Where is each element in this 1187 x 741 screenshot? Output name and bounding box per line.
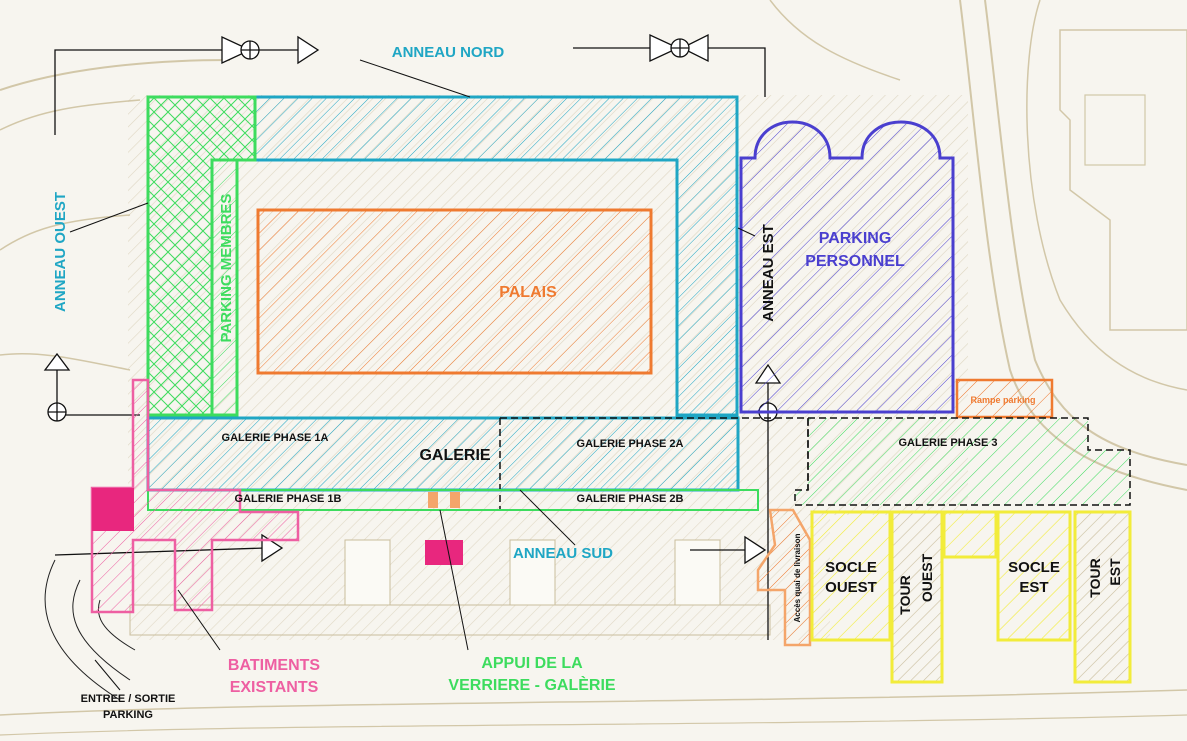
zone-socle-link [942,510,998,559]
road-line [0,714,1187,736]
label-tour-ouest-1: TOUR [897,575,913,614]
label-galerie-1b: GALERIE PHASE 1B [235,493,342,505]
section-arrow-head [43,352,71,371]
road-line [984,0,1187,466]
south-building [674,539,721,606]
road-line [1026,0,1187,391]
zone-batiments-existants [90,378,300,614]
label-parking-personnel-1: PARKING [819,230,892,247]
label-galerie-3: GALERIE PHASE 3 [898,437,997,449]
pink-solid-block [425,540,463,565]
parking-access-road [72,579,131,681]
road-line [769,0,901,81]
label-anneau-nord: ANNEAU NORD [392,44,505,61]
label-anneau-sud: ANNEAU SUD [513,545,613,562]
section-arrow-head [680,33,709,63]
section-line-south-west [54,547,266,556]
section-arrow-head [297,35,320,65]
zone-parking-membres [210,158,239,417]
leader-anneau-est [737,227,756,237]
section-arrow-head [261,533,284,563]
label-socle-est-1: SOCLE [1008,559,1060,576]
label-rampe-parking: Rampe parking [970,395,1035,405]
zone-tour-est [1073,510,1132,684]
label-socle-ouest-2: OUEST [825,579,877,596]
label-socle-est-2: EST [1019,579,1048,596]
label-galerie: GALERIE [419,447,490,464]
orange-small-block [450,492,460,508]
orange-small-block [428,492,438,508]
south-wall [129,604,771,636]
leader-anneau-nord [359,59,471,98]
label-tour-est-1: TOUR [1087,558,1103,597]
label-galerie-2a: GALERIE PHASE 2A [577,438,684,450]
leader-entree [94,659,121,691]
label-tour-est-2: EST [1107,558,1123,586]
section-arrow-head [649,33,680,63]
zone-galerie-3 [794,417,1131,506]
road-line [0,99,141,131]
label-appui-1: APPUI DE LA [481,655,583,672]
leader-anneau-sud [519,489,576,546]
road-line [0,352,131,371]
existing-building-outline [1084,94,1146,166]
zone-palais [256,208,653,375]
parking-access-road [44,559,121,701]
leader-batiments [177,589,221,651]
zone-socle-ouest [810,510,892,642]
south-building [344,539,391,606]
south-building [509,539,556,606]
zone-rampe-parking [955,378,1054,419]
label-tour-ouest-2: OUEST [919,553,935,602]
zone-tour-ouest [890,510,944,684]
label-anneau-est: ANNEAU EST [760,224,777,322]
pink-solid-block [92,488,134,531]
section-arrow-head [744,535,767,565]
label-anneau-ouest: ANNEAU OUEST [52,192,69,312]
label-parking-personnel-2: PERSONNEL [805,253,905,270]
label-batiments-2: EXISTANTS [230,679,319,696]
section-line-north-west [54,49,222,135]
road-line [0,689,1187,716]
leader-appui [439,509,469,651]
zone-socle-est [996,510,1072,642]
label-galerie-1a: GALERIE PHASE 1A [222,432,329,444]
label-socle-ouest-1: SOCLE [825,559,877,576]
label-batiments-1: BATIMENTS [228,657,320,674]
road-line [0,214,131,251]
label-appui-2: VERRIERE - GALÈRIE [448,675,615,694]
section-arrow-head [221,35,252,65]
label-galerie-2b: GALERIE PHASE 2B [577,493,684,505]
zone-parking-personnel [739,120,955,414]
label-palais: PALAIS [499,284,557,301]
label-entree-1: ENTREE / SORTIE [81,693,176,705]
section-line-north-east [573,47,766,97]
label-entree-2: PARKING [103,709,153,721]
label-acces-quai: Accès quai de livraison [793,533,802,622]
leader-anneau-ouest [69,202,149,233]
zone-galerie-1a-2a [146,416,740,492]
leader-lines [69,59,756,691]
zone-acces-quai [756,508,812,647]
label-parking-membres: PARKING MEMBRES [218,194,235,343]
existing-building-outline [1059,29,1187,331]
road-line [0,59,231,91]
